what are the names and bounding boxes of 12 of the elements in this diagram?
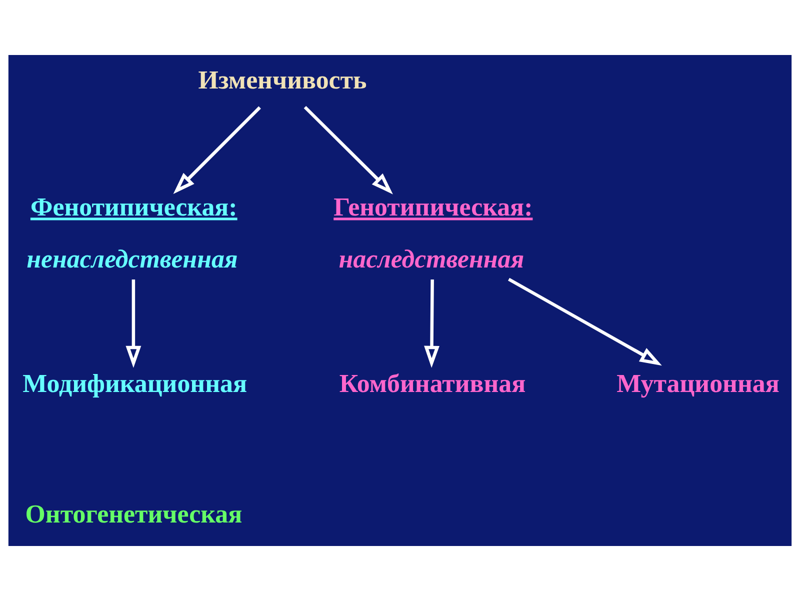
node-text: Модификационная xyxy=(22,368,248,398)
node-text: Генотипическая: наследственная xyxy=(334,192,533,273)
label: Онтогенетическая xyxy=(25,499,242,528)
arrow xyxy=(126,278,142,368)
node-text: Фенотипическая: ненаследственная xyxy=(26,192,238,273)
arrow xyxy=(424,278,440,368)
arrow xyxy=(173,106,261,194)
node-text: Изменчивость xyxy=(198,65,367,94)
node-text: Мутационная xyxy=(616,368,780,398)
arrow xyxy=(508,277,662,366)
node-text: Комбинативная xyxy=(339,368,526,398)
arrow xyxy=(304,105,393,194)
